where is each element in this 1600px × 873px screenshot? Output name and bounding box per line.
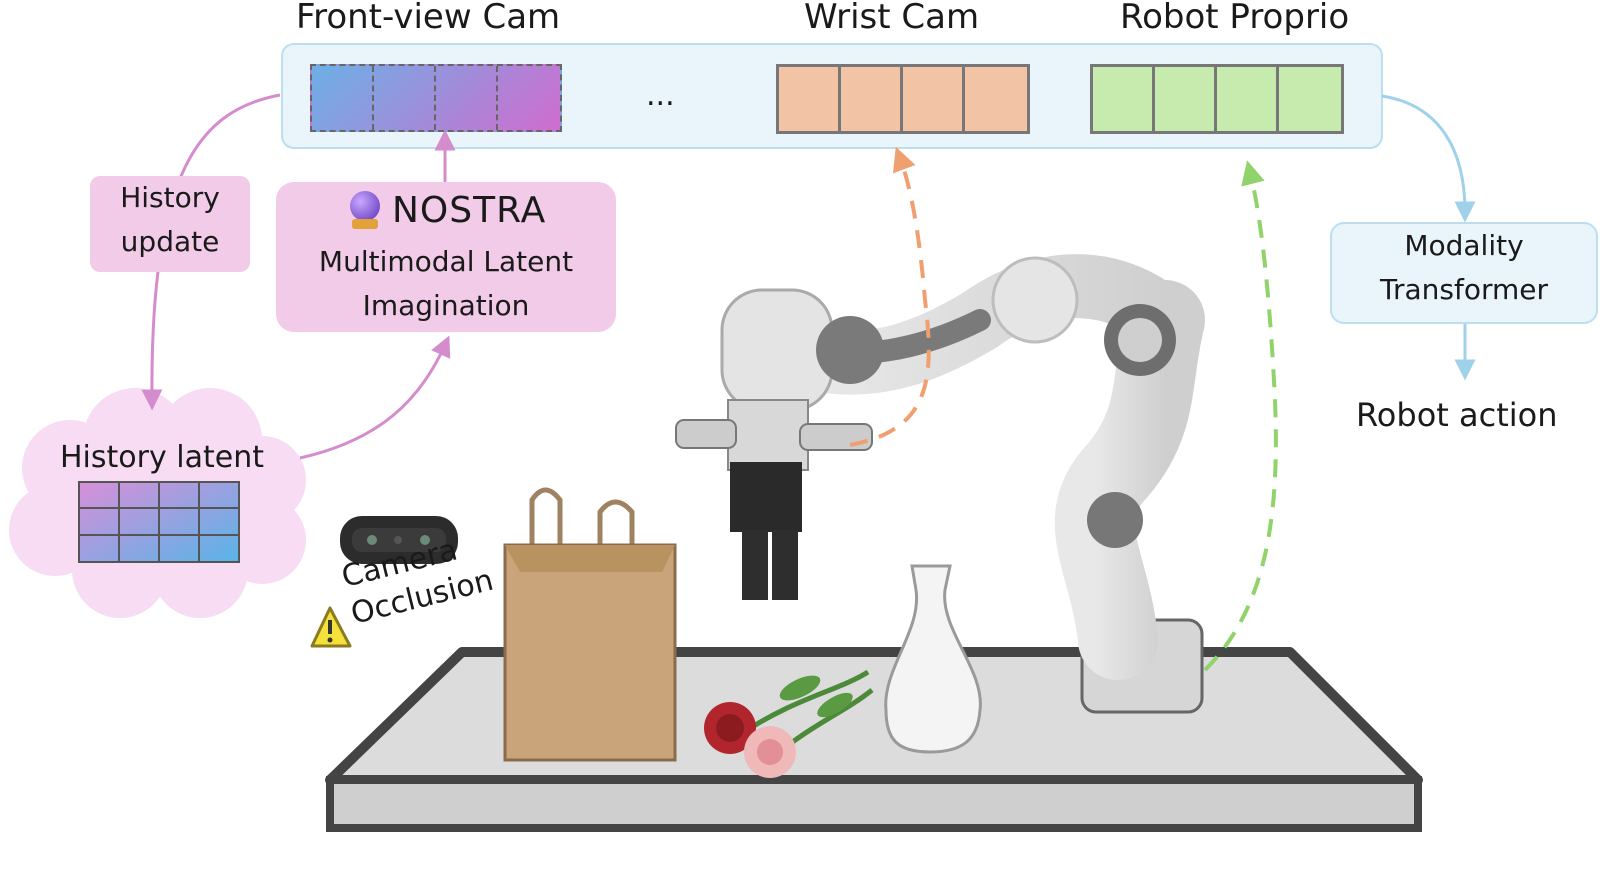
wrist-cam-header: Wrist Cam: [804, 0, 980, 37]
robot-arm: [675, 254, 1205, 714]
proprio-token: [1093, 67, 1155, 131]
proprio-token: [1155, 67, 1217, 131]
modality-transformer-box: Modality Transformer: [1330, 222, 1598, 324]
depth-camera-icon: [340, 516, 458, 564]
wrist-cam-tokens: [776, 64, 1030, 134]
front-view-tokens: [310, 64, 562, 132]
modality-transformer-line2: Transformer: [1379, 273, 1548, 306]
history-latent-grid: [78, 481, 240, 563]
history-update-line1: History: [120, 181, 220, 214]
front-view-token: [312, 66, 374, 130]
warning-triangle-icon: [310, 606, 352, 648]
proprio-token: [1217, 67, 1279, 131]
proprio-tokens: [1090, 64, 1344, 134]
proprio-dashed-arrow: [1203, 160, 1278, 672]
table: [325, 647, 1423, 832]
robot-proprio-header: Robot Proprio: [1120, 0, 1350, 37]
front-view-cam-header: Front-view Cam: [296, 0, 561, 37]
wrist-cam-token: [841, 67, 903, 131]
wrist-cam-token: [965, 67, 1027, 131]
history-latent-label: History latent: [60, 440, 264, 475]
vase: [884, 564, 982, 754]
modality-transformer-line1: Modality: [1404, 229, 1524, 262]
nostra-line2: Imagination: [362, 289, 530, 322]
crystal-ball-icon: [348, 190, 382, 231]
front-view-token: [436, 66, 498, 130]
robot-action-label: Robot action: [1356, 396, 1558, 434]
nostra-title: NOSTRA: [392, 190, 547, 231]
nostra-line1: Multimodal Latent: [318, 245, 574, 278]
front-view-token: [498, 66, 560, 130]
imagination-input-arrow: [299, 335, 451, 460]
history-update-box: History update: [90, 176, 250, 272]
nostra-box: NOSTRA Multimodal Latent Imagination: [276, 182, 616, 332]
to-transformer-arrow: [1381, 94, 1476, 223]
paper-bag: [503, 487, 677, 762]
front-view-token: [374, 66, 436, 130]
roses: [704, 669, 874, 778]
history-update-arrow: [141, 93, 281, 411]
ellipsis: ...: [646, 78, 675, 113]
history-update-line2: update: [120, 225, 220, 258]
wrist-cam-dashed-arrow: [849, 146, 931, 447]
wrist-cam-token: [779, 67, 841, 131]
wrist-cam-token: [903, 67, 965, 131]
proprio-token: [1279, 67, 1341, 131]
